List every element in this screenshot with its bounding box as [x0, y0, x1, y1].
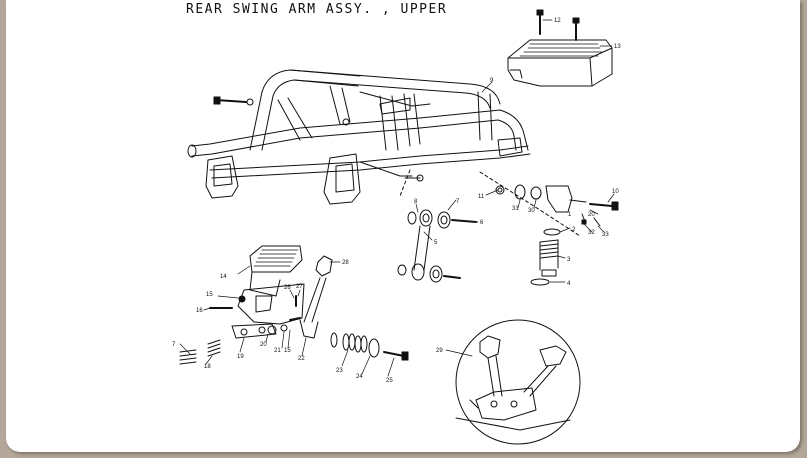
- diagram-panel: [6, 0, 800, 452]
- callout-19: 19: [237, 354, 244, 360]
- callout-6: 6: [480, 220, 484, 226]
- small-hardware-left: [179, 295, 301, 365]
- callout-15-mid: 15: [284, 348, 291, 354]
- pivot-shaft-assembly: [479, 171, 619, 286]
- callout-leaders: [179, 19, 615, 377]
- frame-bolt: [213, 96, 254, 106]
- callout-33: 33: [602, 232, 609, 238]
- shift-rod: [299, 255, 333, 339]
- callout-20-left: 20: [260, 342, 267, 348]
- callout-16: 16: [196, 308, 203, 314]
- callout-11: 11: [478, 194, 485, 200]
- lever-block: [231, 245, 305, 339]
- callout-27: 27: [296, 284, 303, 290]
- callout-5: 5: [434, 240, 438, 246]
- callout-29: 29: [436, 348, 443, 354]
- callout-2: 2: [572, 227, 576, 233]
- callout-26: 26: [284, 285, 291, 291]
- diagram-title: REAR SWING ARM ASSY. , UPPER: [186, 2, 448, 17]
- swing-arm-frame: [187, 69, 531, 205]
- callout-23: 23: [336, 368, 343, 374]
- spring-stack: [330, 332, 409, 361]
- callout-labels: 12 13 9 11 10 31 30 1 20 32 33 2 3 4 8 7…: [172, 18, 621, 384]
- callout-25: 25: [386, 378, 393, 384]
- callout-20: 20: [588, 212, 595, 218]
- callout-31: 31: [512, 206, 519, 212]
- callout-14: 14: [220, 274, 227, 280]
- callout-7: 7: [456, 199, 460, 205]
- callout-9: 9: [490, 78, 494, 84]
- callout-10: 10: [612, 189, 619, 195]
- callout-13: 13: [614, 44, 621, 50]
- callout-12: 12: [554, 18, 561, 24]
- callout-8: 8: [414, 199, 418, 205]
- callout-28: 28: [342, 260, 349, 266]
- callout-18: 18: [204, 364, 211, 370]
- cover-bolts: [536, 9, 580, 41]
- link-assembly: [397, 169, 477, 283]
- callout-1: 1: [568, 212, 572, 218]
- callout-21: 21: [274, 348, 281, 354]
- callout-7-left: 7: [172, 342, 176, 348]
- rear-cover: [507, 39, 613, 87]
- callout-4: 4: [567, 281, 571, 287]
- callout-3: 3: [567, 257, 571, 263]
- detail-view-circle: [455, 319, 581, 445]
- callout-24: 24: [356, 374, 363, 380]
- callout-15-top: 15: [206, 292, 213, 298]
- callout-22: 22: [298, 356, 305, 362]
- callout-30: 30: [528, 208, 535, 214]
- callout-32: 32: [588, 230, 595, 236]
